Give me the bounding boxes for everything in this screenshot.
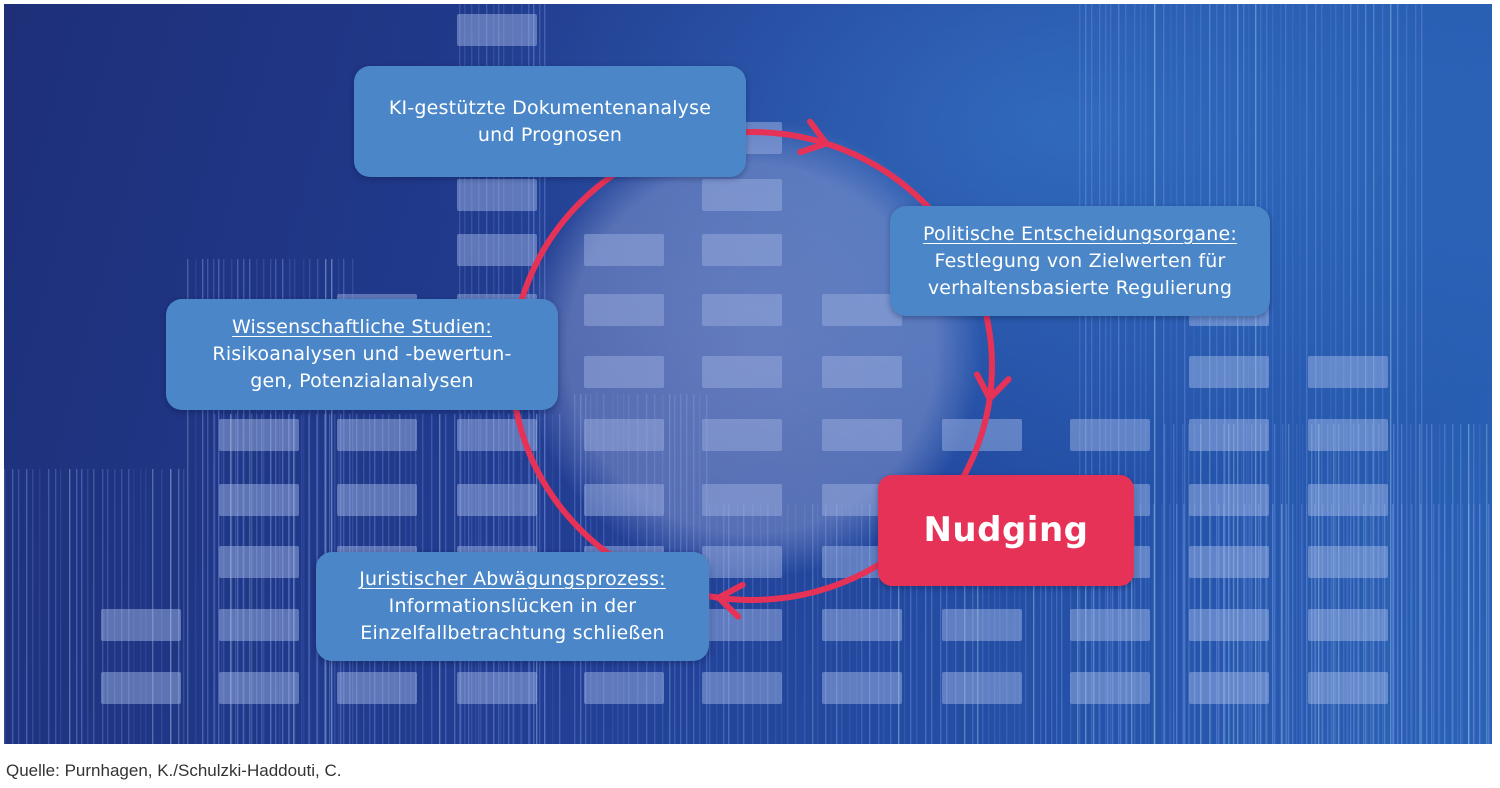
box-ki-line-2: und Prognosen [477, 123, 623, 146]
box-wissen-line-1: Risikoanalysen und -bewertun- [212, 343, 512, 365]
box-nudging: Nudging [878, 475, 1134, 586]
box-wissen-title: Wissenschaftliche Studien: [231, 316, 492, 338]
cycle-arrowhead [797, 118, 830, 156]
box-jurist-line-1: Informationslücken in der [388, 595, 637, 617]
source-caption: Quelle: Purnhagen, K./Schulzki-Haddouti,… [6, 761, 342, 780]
box-politische-entscheidungsorgane: Politische Entscheidungsorgane: Festlegu… [890, 206, 1270, 316]
box-ki-line-1: KI-gestützte Dokumentenanalyse [388, 96, 712, 119]
box-politik-line-2: verhaltensbasierte Regulierung [927, 276, 1233, 299]
box-politik-line-1: Festlegung von Zielwerten für [934, 249, 1226, 272]
box-politik-title: Politische Entscheidungsorgane: [923, 222, 1237, 245]
diagram-panel: KI-gestützte Dokumentenanalyse und Progn… [4, 4, 1492, 744]
box-juristischer-abwaegungsprozess: Juristischer Abwägungsprozess: Informati… [316, 552, 709, 661]
box-jurist-line-2: Einzelfallbetrachtung schließen [360, 622, 665, 644]
box-jurist-title: Juristischer Abwägungsprozess: [359, 568, 666, 590]
box-wissen-line-2: gen, Potenzialanalysen [250, 370, 474, 392]
cycle-arrowhead [715, 581, 746, 620]
box-wissenschaftliche-studien: Wissenschaftliche Studien: Risikoanalyse… [166, 299, 558, 410]
box-ki-dokumentenanalyse: KI-gestützte Dokumentenanalyse und Progn… [354, 66, 746, 177]
cycle-arrowhead [974, 371, 1012, 402]
box-nudging-label: Nudging [923, 510, 1089, 550]
